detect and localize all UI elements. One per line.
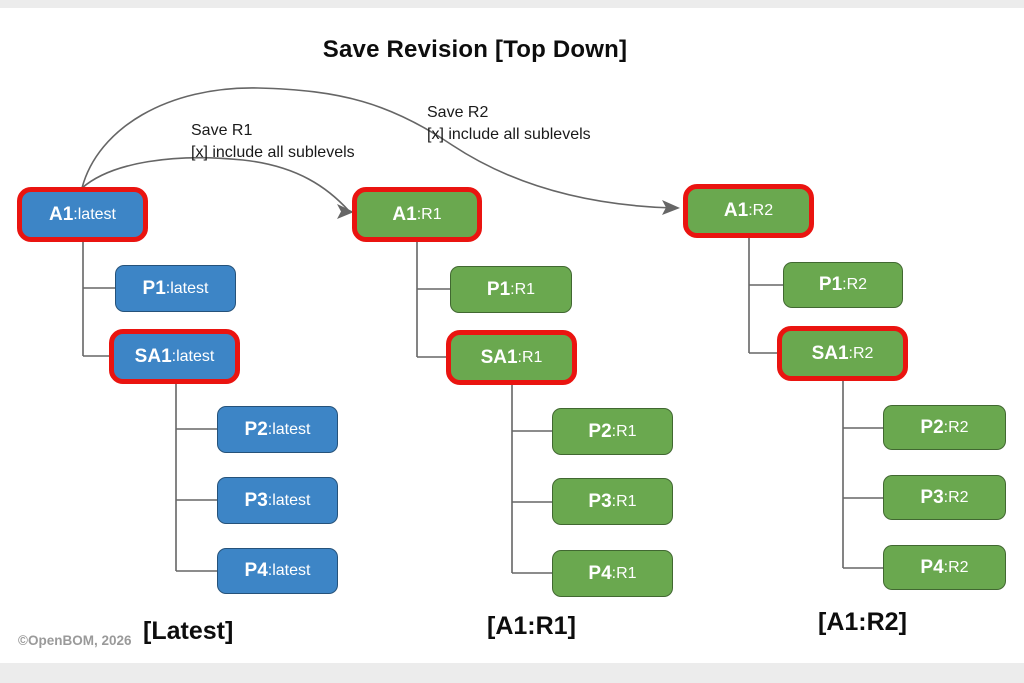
node-p4-r1: P4:R1 [552,550,673,597]
node-name: P3 [244,489,268,511]
node-rev: :latest [165,279,209,297]
node-name: P1 [486,278,511,300]
node-p4-r2: P4:R2 [883,545,1006,590]
node-name: P3 [588,490,612,512]
node-name: SA1 [134,345,172,367]
node-sa1-r1: SA1:R1 [446,330,577,385]
save-r1-arrowhead-icon [337,204,354,219]
save-r2-label-line1: Save R2 [427,104,489,121]
save-r2-arc [81,87,675,209]
save-r2-label: Save R2 [x] include all sublevels [427,102,591,146]
node-rev: :R1 [510,280,536,298]
node-name: P4 [588,562,612,584]
node-name: A1 [723,200,749,221]
node-rev: :R2 [943,418,969,436]
tree2-trunk-a1 [416,240,450,358]
node-name: P4 [244,560,268,581]
node-rev: :latest [267,420,311,438]
node-p3-r2: P3:R2 [883,475,1006,520]
node-rev: :R2 [943,558,969,576]
node-p1-r2: P1:R2 [783,262,903,308]
node-name: SA1 [480,346,518,368]
node-p2-r1: P2:R1 [552,408,673,455]
tree1-trunk-sa1 [175,382,217,572]
tree3-trunk-a1 [748,237,783,354]
save-r2-label-line2: [x] include all sublevels [427,126,591,143]
top-letterbox-strip [0,0,1024,8]
node-rev: :latest [73,205,116,223]
node-name: A1 [392,203,417,225]
node-sa1-r2: SA1:R2 [777,326,908,381]
node-rev: :R1 [611,492,637,510]
node-rev: :R2 [943,488,969,506]
node-name: P2 [920,416,944,438]
node-a1-latest: A1:latest [17,187,148,242]
tree3-caption: [A1:R2] [818,608,907,636]
node-rev: :R2 [842,276,868,293]
node-rev: :R2 [848,344,874,362]
node-name: P4 [920,556,944,578]
node-name: P1 [818,274,843,295]
copyright-watermark: ©OpenBOM, 2026 [18,633,132,648]
bottom-letterbox-strip [0,663,1024,683]
node-rev: :R1 [611,422,637,440]
node-rev: :R1 [517,348,543,366]
node-name: A1 [49,203,74,225]
save-r1-arc [81,156,350,212]
save-r1-label-line1: Save R1 [191,122,253,139]
node-p2-latest: P2:latest [217,406,338,453]
tree1-trunk-a1 [82,240,115,357]
node-name: P2 [588,420,612,442]
node-name: SA1 [811,342,849,364]
node-name: P3 [920,486,944,508]
node-a1-r1: A1:R1 [352,187,482,242]
tree3-trunk-sa1 [842,379,883,569]
save-r1-label-line2: [x] include all sublevels [191,144,355,161]
node-p2-r2: P2:R2 [883,405,1006,450]
tree1-caption: [Latest] [143,617,234,645]
node-name: P1 [142,277,166,299]
tree2-trunk-sa1 [511,383,552,574]
node-rev: :R1 [611,564,637,582]
node-p4-latest: P4:latest [217,548,338,594]
node-rev: :R2 [748,202,774,219]
tree2-caption: [A1:R1] [487,612,576,640]
save-r1-label: Save R1 [x] include all sublevels [191,120,355,164]
node-name: P2 [244,418,268,440]
node-rev: :latest [171,347,215,365]
node-p1-latest: P1:latest [115,265,236,312]
page-title: Save Revision [Top Down] [322,36,628,63]
node-rev: :latest [267,562,311,579]
node-p1-r1: P1:R1 [450,266,572,313]
node-p3-r1: P3:R1 [552,478,673,525]
node-p3-latest: P3:latest [217,477,338,524]
node-a1-r2: A1:R2 [683,184,814,238]
save-r2-arrowhead-icon [662,200,680,215]
node-rev: :R1 [416,205,442,223]
node-sa1-latest: SA1:latest [109,329,240,384]
node-rev: :latest [267,491,311,509]
